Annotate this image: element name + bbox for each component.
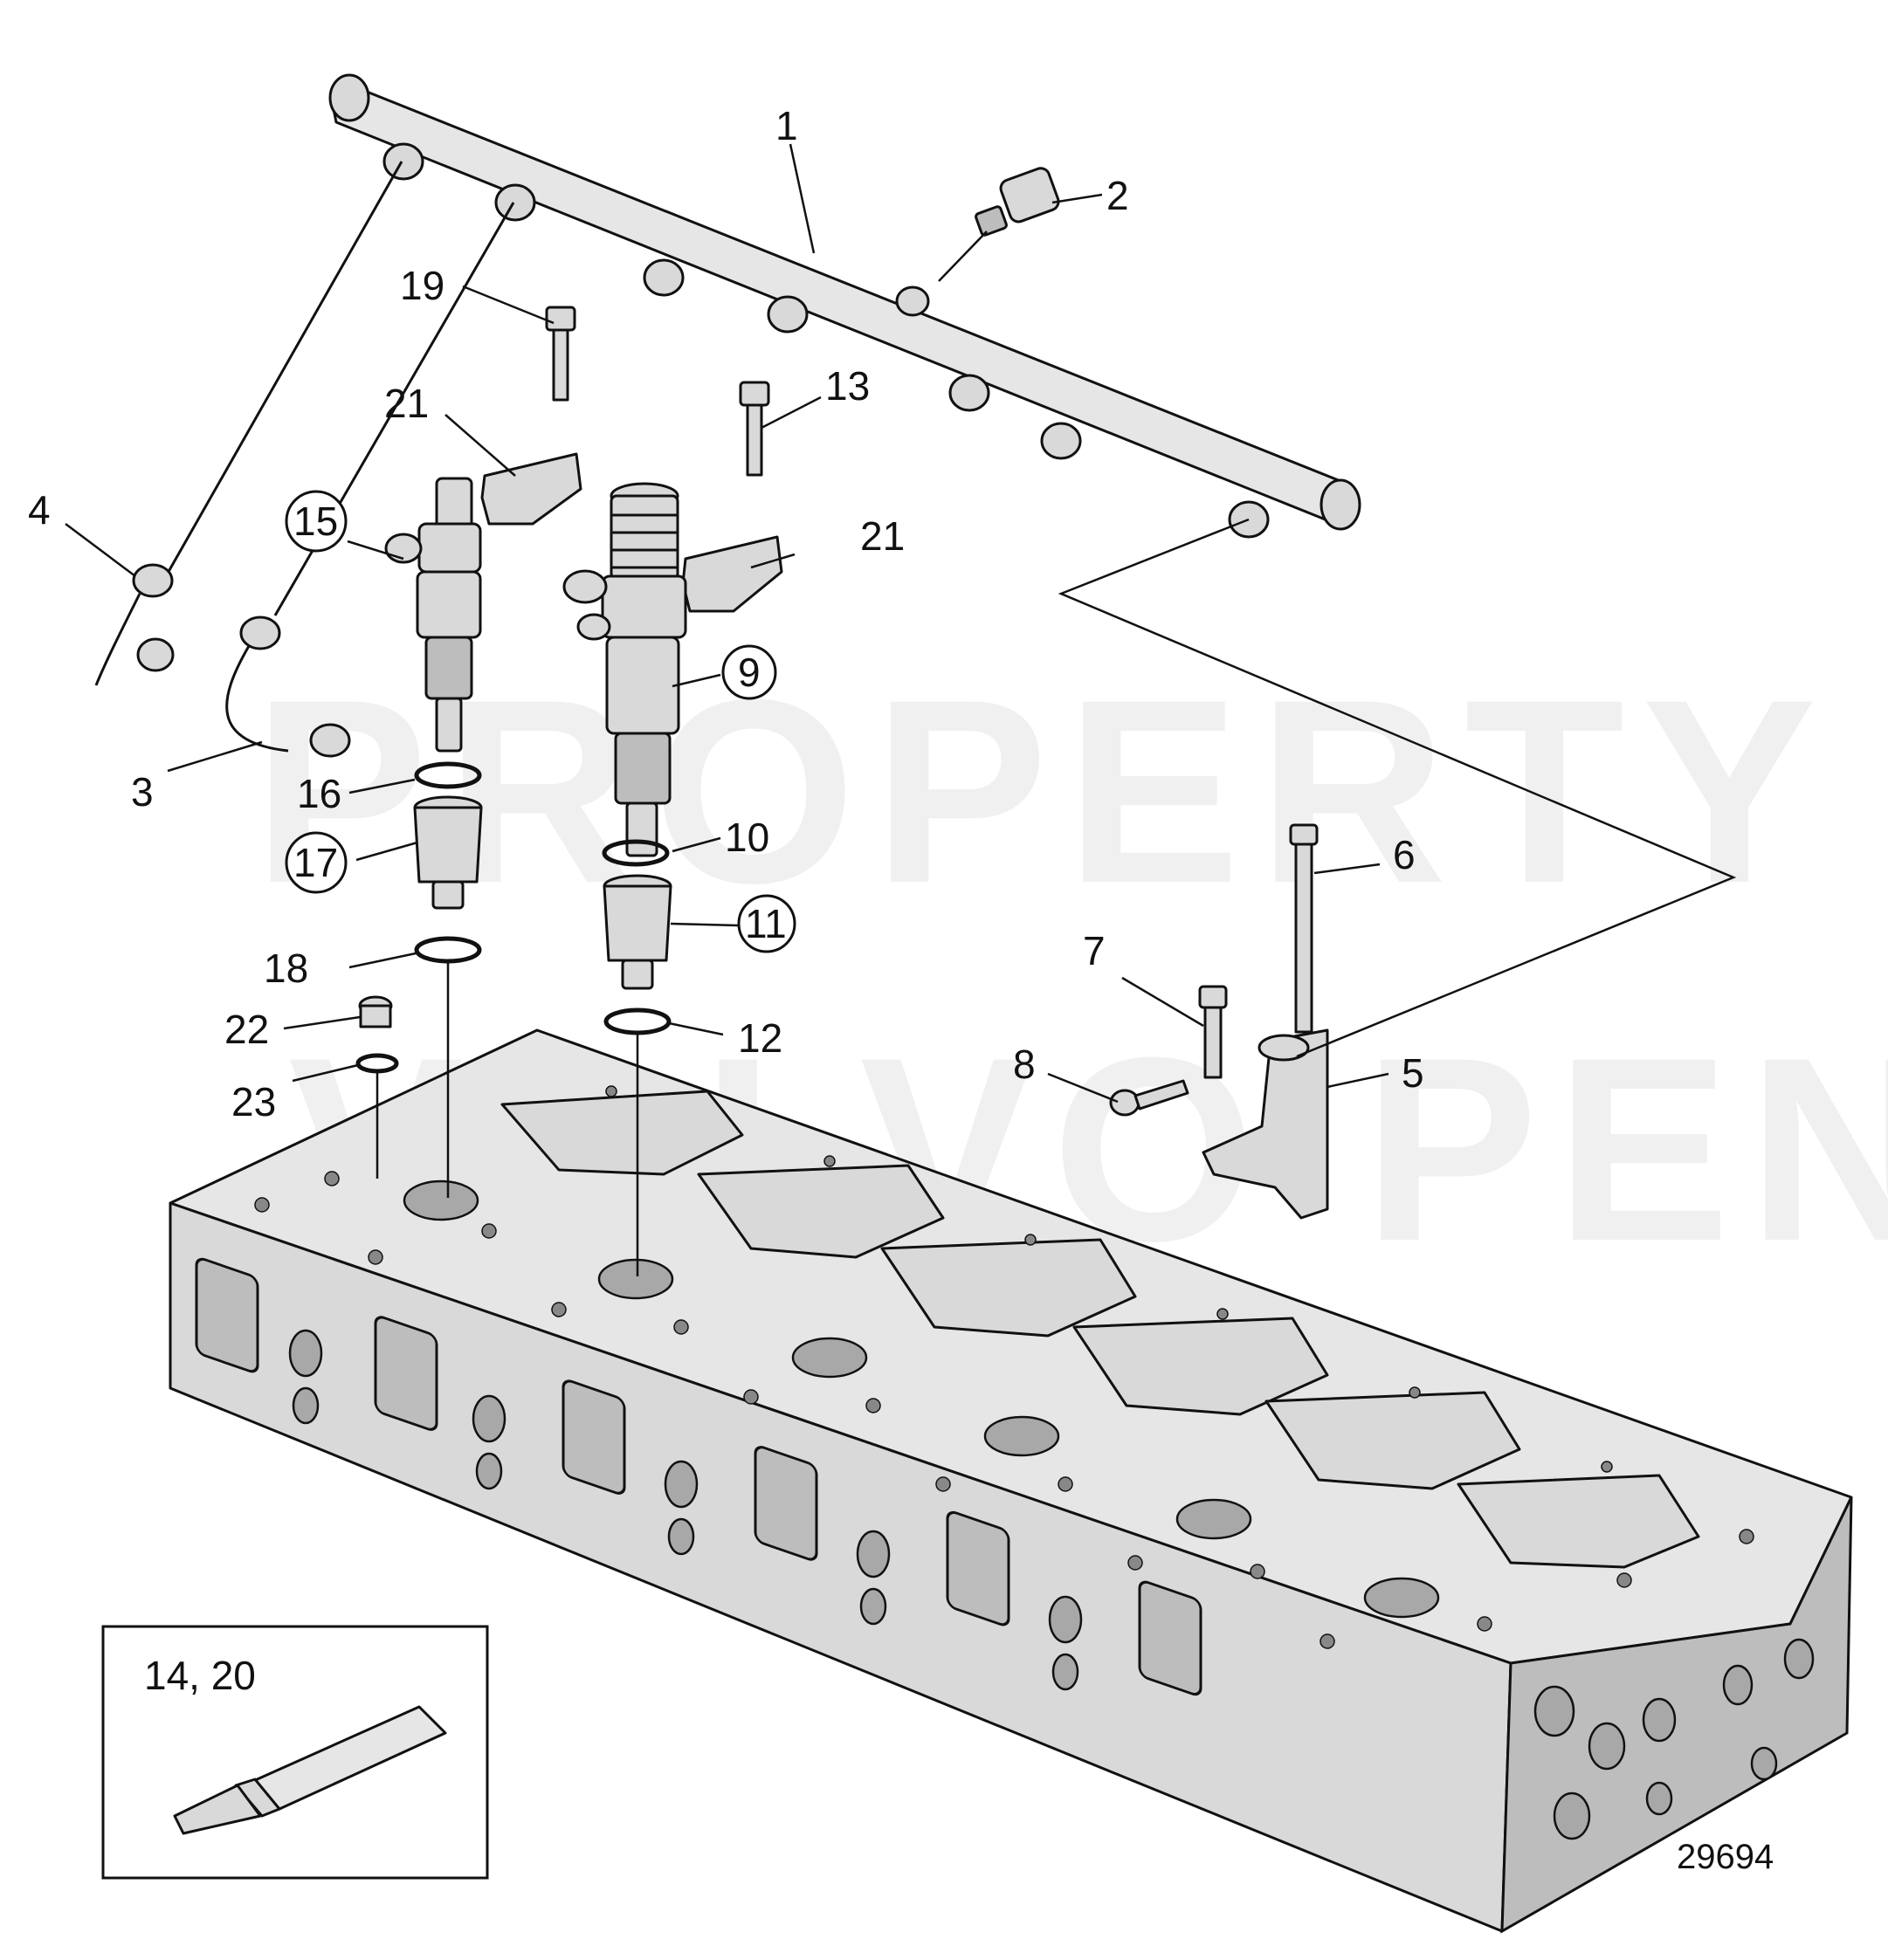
callout-2: 2 (1106, 173, 1129, 218)
o-ring-10 (602, 839, 670, 867)
callout-13: 13 (825, 363, 870, 409)
callout-8: 8 (1013, 1042, 1036, 1087)
callout-6: 6 (1393, 832, 1416, 877)
callout-9: 9 (738, 650, 761, 695)
port-pockets (500, 1090, 1700, 1569)
callout-21-left: 21 (384, 381, 429, 426)
callout-4: 4 (28, 487, 51, 533)
bolt-7 (1198, 985, 1228, 1079)
inset-label: 14, 20 (144, 1653, 256, 1698)
callout-3: 3 (131, 769, 154, 815)
callouts: 1 2 3 4 5 6 7 8 9 10 11 12 13 15 16 17 1… (28, 103, 1424, 1124)
clamp-21-left (480, 452, 582, 526)
fuel-rail (328, 73, 1361, 539)
callout-16: 16 (297, 771, 341, 816)
callout-9-circle (721, 644, 777, 700)
side-ports (195, 1257, 1202, 1696)
watermark-line1: PROPERTY OF (253, 644, 1888, 938)
callout-12: 12 (738, 1015, 782, 1061)
callout-7: 7 (1083, 928, 1106, 973)
inset-sealant-box: 14, 20 (101, 1625, 489, 1880)
callout-23: 23 (231, 1079, 276, 1124)
callout-18: 18 (264, 946, 308, 991)
injector-15 (384, 477, 482, 753)
end-face-holes (1533, 1638, 1815, 1840)
callout-17-circle (285, 831, 348, 894)
inset-frame (101, 1625, 489, 1880)
callout-15-circle (285, 490, 348, 553)
callout-10: 10 (725, 815, 769, 860)
cylinder-head (169, 1028, 1853, 1934)
figure-number: 29694 (1677, 1838, 1774, 1876)
washer-23 (355, 1053, 399, 1074)
sleeve-17 (413, 795, 483, 910)
pressure-sensor (938, 167, 1060, 282)
bolt-19 (545, 306, 576, 402)
leader-lines (65, 143, 1389, 1104)
callout-15: 15 (293, 499, 338, 544)
callout-1: 1 (775, 103, 798, 148)
rail-bracket-indicator-line (1058, 518, 1737, 1058)
fuel-line-4 (94, 161, 403, 686)
o-ring-18 (414, 936, 482, 964)
callout-22: 22 (224, 1007, 269, 1052)
callout-11-circle (737, 894, 796, 953)
clamp-21-right (681, 535, 783, 613)
bolt-8 (1109, 1079, 1189, 1117)
callout-19: 19 (400, 263, 444, 308)
bolt-6 (1289, 823, 1319, 1034)
bolt-13 (739, 381, 770, 477)
o-ring-16 (414, 761, 482, 789)
bracket-5 (1202, 1028, 1329, 1220)
sealant-tube-icon (173, 1705, 447, 1835)
callout-17: 17 (293, 840, 338, 885)
callout-5: 5 (1402, 1050, 1424, 1096)
callout-21-right: 21 (860, 513, 905, 559)
plug-22 (358, 995, 393, 1028)
sleeve-11 (603, 874, 672, 990)
assembly-lines (376, 960, 639, 1276)
callout-11: 11 (745, 901, 787, 946)
injector-bores (403, 1179, 1440, 1619)
head-bolt-holes (254, 1085, 1754, 1649)
